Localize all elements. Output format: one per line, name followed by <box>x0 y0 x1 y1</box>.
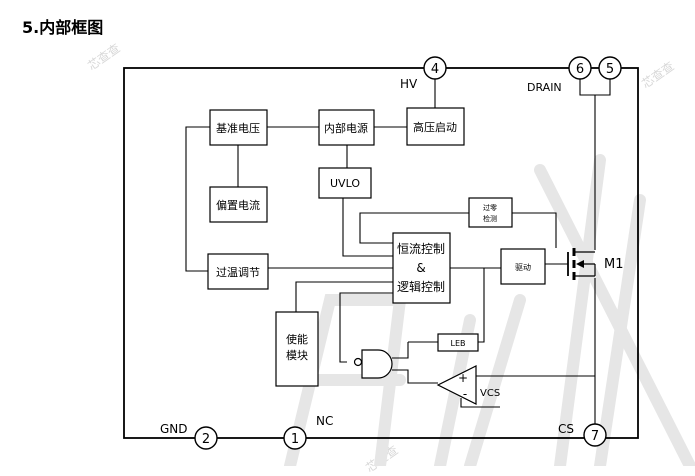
mosfet-label: M1 <box>604 257 624 272</box>
driver-label: 驱动 <box>515 262 531 272</box>
pin-4-hv <box>423 56 447 80</box>
leb-block <box>437 333 479 352</box>
reference-voltage-block <box>209 109 268 146</box>
and-gate <box>361 349 393 379</box>
vcs-label: VCS <box>480 388 500 399</box>
driver-block <box>500 248 546 285</box>
cs-label: CS <box>558 422 574 436</box>
bias-current-block <box>209 186 268 223</box>
reference-voltage-label: 基准电压 <box>216 122 260 135</box>
pin-1-nc <box>283 426 307 450</box>
enable-label-1: 使能 <box>286 332 308 346</box>
block-diagram: M1 基准电压 内部电源 高压启动 UVLO 偏置电流 过零 检测 过温调节 恒… <box>123 56 695 466</box>
wires <box>185 79 611 424</box>
logic-label-2: & <box>416 261 425 275</box>
section-title: 5.内部框图 <box>22 18 104 37</box>
chip-outline <box>123 67 639 439</box>
pin-7-cs <box>583 423 607 447</box>
gnd-label: GND <box>160 422 188 436</box>
pin-5-number: 5 <box>606 62 614 77</box>
internal-supply-label: 内部电源 <box>324 121 368 135</box>
internal-supply-block <box>318 109 375 146</box>
pin-2-gnd <box>194 426 218 450</box>
enable-label-2: 模块 <box>286 349 308 362</box>
pin-7-number: 7 <box>591 429 599 444</box>
hv-startup-label: 高压启动 <box>413 120 457 134</box>
logic-label-1: 恒流控制 <box>397 242 445 256</box>
pin-6-drain <box>568 56 592 80</box>
logic-control-block <box>392 232 451 304</box>
hv-startup-block <box>406 107 465 146</box>
pin-2-number: 2 <box>202 432 210 447</box>
bias-current-label: 偏置电流 <box>216 198 260 212</box>
over-temp-regulation-label: 过温调节 <box>216 266 260 279</box>
uvlo-label: UVLO <box>330 177 360 190</box>
comparator-plus: + <box>458 371 468 385</box>
pin-6-number: 6 <box>576 62 584 77</box>
uvlo-block <box>318 167 372 199</box>
hv-label: HV <box>400 77 418 91</box>
mosfet-m1 <box>567 248 596 280</box>
and-gate-inverter-bubble <box>353 357 363 367</box>
pin-1-number: 1 <box>291 432 299 447</box>
over-temp-regulation-block <box>207 253 269 290</box>
pin-5-drain <box>598 56 622 80</box>
logic-label-3: 逻辑控制 <box>397 280 445 294</box>
pin-4-number: 4 <box>431 62 439 77</box>
comparator <box>436 365 477 405</box>
comparator-minus: - <box>463 387 467 401</box>
zero-detect-label-2: 检测 <box>483 214 497 223</box>
drain-label: DRAIN <box>527 81 562 94</box>
enable-block <box>275 311 319 387</box>
nc-label: NC <box>316 414 333 428</box>
zero-detect-label-1: 过零 <box>483 203 497 212</box>
leb-label: LEB <box>451 339 466 348</box>
zero-detect-block <box>468 197 513 228</box>
